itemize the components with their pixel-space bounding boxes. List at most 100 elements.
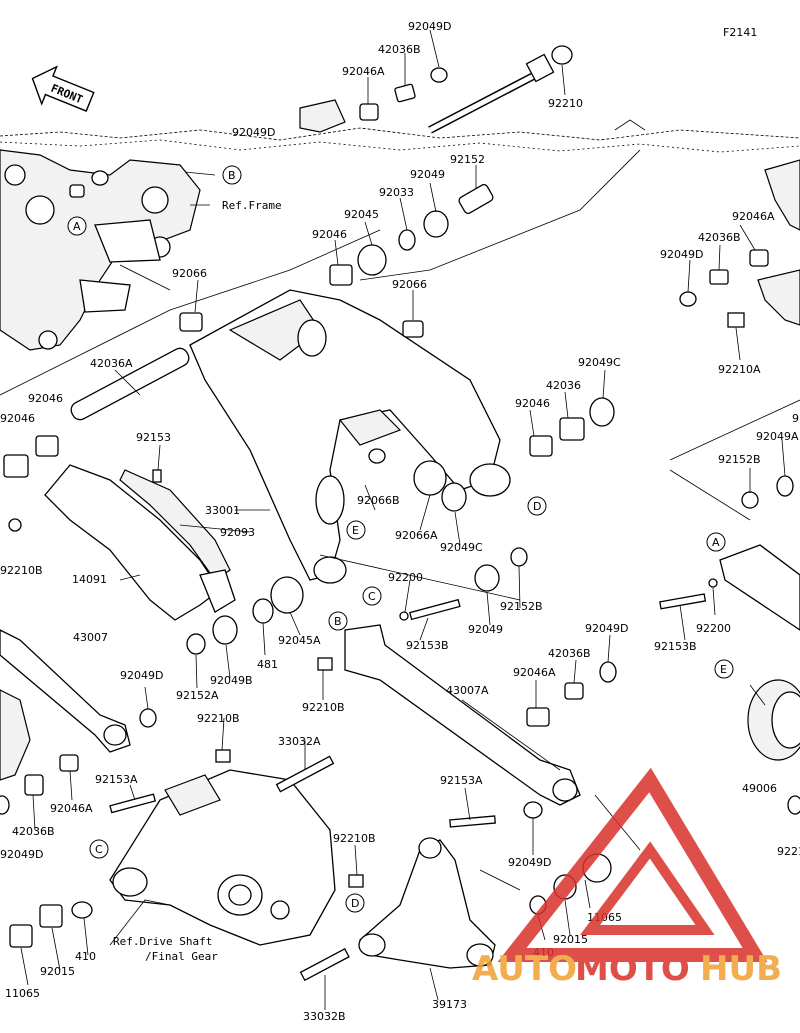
- watermark-moto: MOTO: [575, 949, 690, 989]
- part-label: 92046A: [513, 666, 556, 679]
- pivot-axle: [428, 53, 555, 134]
- part-label: 43007: [73, 631, 108, 644]
- tie-rod-left: [0, 629, 131, 753]
- part-label: 92049C: [440, 541, 483, 554]
- part-label: 39173: [432, 998, 467, 1011]
- part-label: 92152A: [176, 689, 219, 702]
- part-label: 92049D: [0, 848, 43, 861]
- part-label: 92049D: [120, 669, 163, 682]
- part-label: 92049: [410, 168, 445, 181]
- front-arrow-icon: FRONT: [31, 65, 95, 112]
- part-label: 92153A: [95, 773, 138, 786]
- callout-a-right-label: A: [712, 536, 720, 549]
- part-label: 92093: [220, 526, 255, 539]
- callout-b-top: [222, 165, 242, 185]
- frame-mount-upper: [299, 99, 346, 133]
- callout-a-left-label: A: [73, 220, 81, 233]
- part-label: 92153B: [654, 640, 697, 653]
- part-label: 92066: [172, 267, 207, 280]
- ref-frame-label: Ref.Frame: [222, 199, 282, 212]
- callout-b-rod-label: B: [334, 615, 342, 628]
- part-label: 92049: [468, 623, 503, 636]
- ref-drive-shaft-label: Ref.Drive Shaft: [113, 935, 212, 948]
- part-label: 410: [75, 950, 96, 963]
- part-label: 481: [257, 658, 278, 671]
- part-label: 9: [792, 412, 799, 425]
- part-label: 14091: [72, 573, 107, 586]
- tear-line-2: [0, 139, 800, 153]
- part-label: 92210B: [333, 832, 376, 845]
- watermark-auto: AUTO: [472, 949, 577, 989]
- part-label: 92200: [388, 571, 423, 584]
- ref-final-gear-label: /Final Gear: [145, 950, 218, 963]
- part-label: 92046: [312, 228, 347, 241]
- part-label: 92046: [28, 392, 63, 405]
- part-label: 42036B: [12, 825, 55, 838]
- part-label: 92015: [553, 933, 588, 946]
- tie-rod-right: [344, 624, 581, 806]
- part-label: 42036: [546, 379, 581, 392]
- leader-lines: [0, 29, 800, 1010]
- part-label: 92046A: [732, 210, 775, 223]
- rubber-boot: [0, 679, 800, 781]
- part-label: 92045A: [278, 634, 321, 647]
- part-label: 92049D: [508, 856, 551, 869]
- part-label: 92210A: [718, 363, 761, 376]
- part-label: 92046: [0, 412, 35, 425]
- part-label: 92066: [392, 278, 427, 291]
- callout-c-lower: [89, 839, 109, 859]
- part-label: 42036B: [548, 647, 591, 660]
- part-label: 92015: [40, 965, 75, 978]
- part-label: 92210B: [0, 564, 43, 577]
- part-label: 92200: [696, 622, 731, 635]
- part-label: 49006: [742, 782, 777, 795]
- part-label: 42036B: [378, 43, 421, 56]
- part-label: 92210B: [777, 845, 800, 858]
- callout-a-left: [67, 216, 87, 236]
- part-label: 92045: [344, 208, 379, 221]
- part-label: 92049D: [585, 622, 628, 635]
- part-label: 92152: [450, 153, 485, 166]
- callout-b-rod: [328, 611, 348, 631]
- part-label: 92153A: [440, 774, 483, 787]
- part-label: 92066B: [357, 494, 400, 507]
- automotohub-logo-icon: [497, 767, 768, 962]
- automotohub-watermark: AUTO MOTO HUB: [472, 767, 782, 989]
- part-label: 42036B: [698, 231, 741, 244]
- final-gear-housing: [109, 769, 336, 946]
- callout-d-label: D: [533, 500, 541, 513]
- part-label: 92049B: [210, 674, 253, 687]
- part-label: 92049D: [408, 20, 451, 33]
- tear-line: [0, 127, 800, 141]
- callout-c-lower-label: C: [95, 843, 103, 856]
- small-parts: [0, 45, 800, 982]
- part-labels: 92049D 42036B 92046A 92210 92049D 92152 …: [0, 20, 800, 1023]
- callout-d: [527, 496, 547, 516]
- part-label: 33032B: [303, 1010, 346, 1023]
- tie-rod-section-right: [719, 544, 800, 631]
- part-label: 92153B: [406, 639, 449, 652]
- part-label: 92049C: [578, 356, 621, 369]
- part-label: 92152B: [500, 600, 543, 613]
- callout-d-lower: [345, 893, 365, 913]
- callout-c-label: C: [368, 590, 376, 603]
- callout-a-right: [706, 532, 726, 552]
- rear-link: [358, 837, 496, 969]
- callout-c: [362, 586, 382, 606]
- part-label: 92066A: [395, 529, 438, 542]
- part-label: 92046A: [342, 65, 385, 78]
- part-label: 33032A: [278, 735, 321, 748]
- watermark-hub: HUB: [700, 949, 782, 989]
- part-label: 92210B: [197, 712, 240, 725]
- part-label: 92210B: [302, 701, 345, 714]
- callout-e-right-label: E: [720, 663, 727, 676]
- swingarm: [189, 289, 511, 584]
- callout-b-top-label: B: [228, 169, 236, 182]
- callout-e-label: E: [352, 524, 359, 537]
- part-label: 92152B: [718, 453, 761, 466]
- callout-e: [346, 520, 366, 540]
- part-label: 92049D: [660, 248, 703, 261]
- diagram-code: F2141: [723, 26, 757, 39]
- callout-d-lower-label: D: [351, 897, 359, 910]
